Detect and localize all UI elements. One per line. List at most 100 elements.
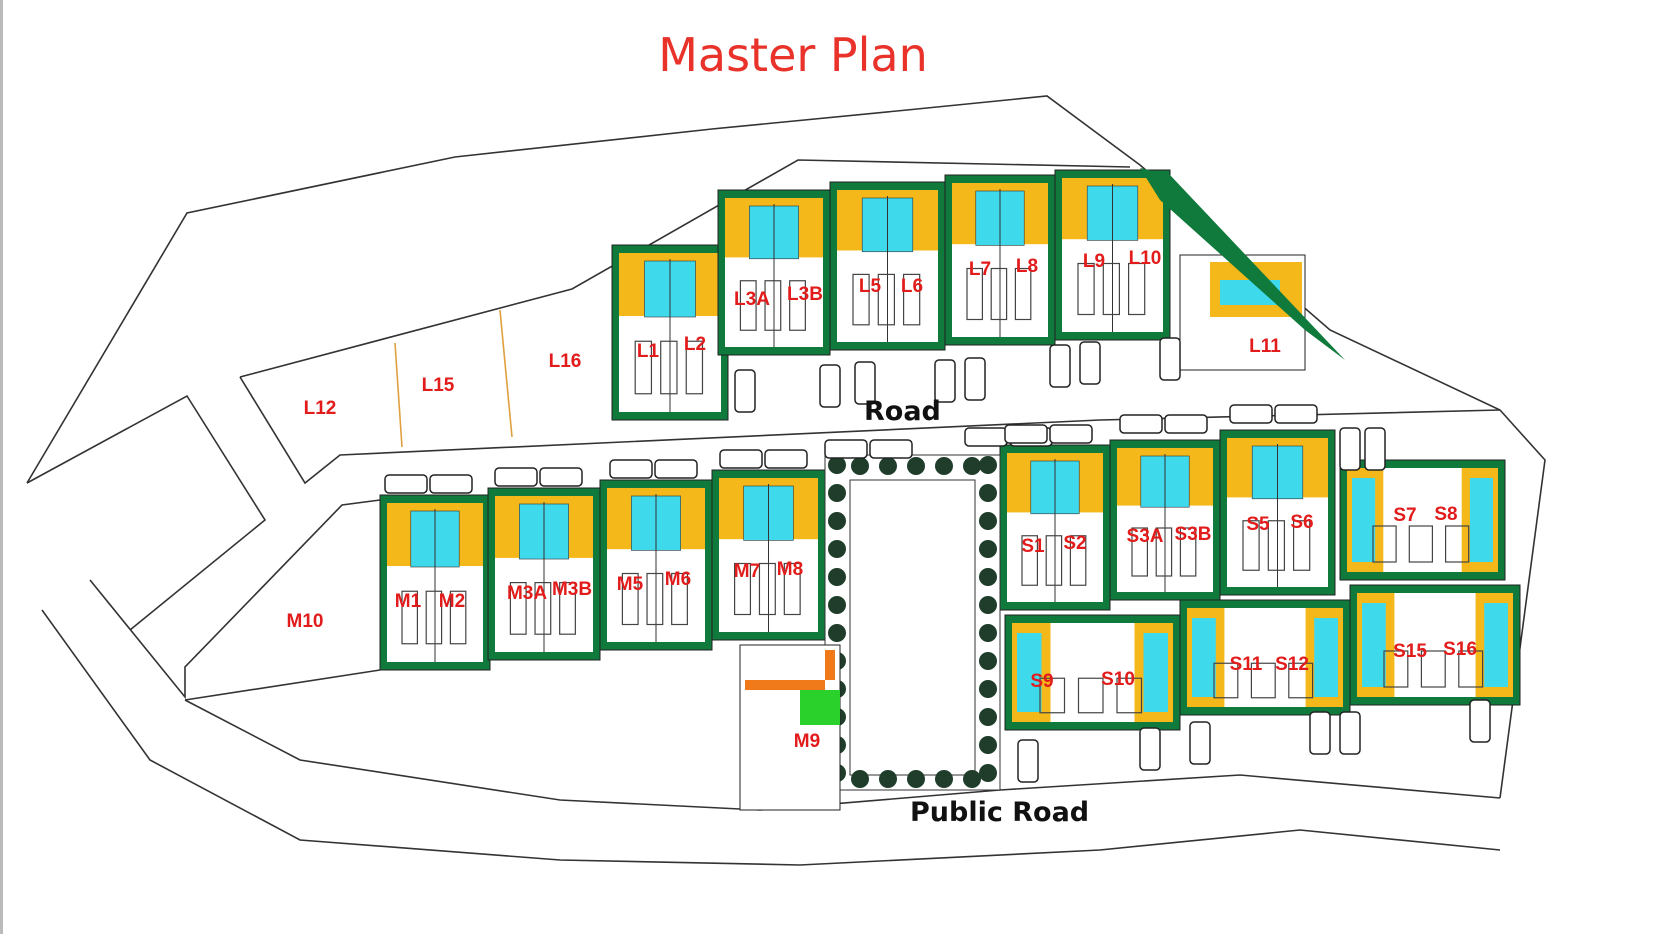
car-icon bbox=[1004, 424, 1048, 444]
palm-tree-icon bbox=[963, 457, 981, 475]
car-icon bbox=[1274, 404, 1318, 424]
palm-tree-icon bbox=[979, 568, 997, 586]
villa-block bbox=[599, 479, 713, 651]
floor-plan-detail bbox=[1213, 662, 1239, 699]
floor-plan-detail bbox=[646, 572, 664, 626]
car-icon bbox=[764, 449, 808, 469]
floor-plan-detail bbox=[902, 273, 921, 326]
page-title: Master Plan bbox=[658, 28, 928, 82]
lot-label-s16: S16 bbox=[1443, 639, 1477, 660]
lot-label-s9: S9 bbox=[1030, 671, 1053, 692]
palm-tree-icon bbox=[851, 457, 869, 475]
floor-plan-detail bbox=[449, 590, 467, 645]
floor-plan-detail bbox=[425, 590, 443, 645]
floor-plan-detail bbox=[1408, 525, 1434, 563]
lot-label-s1: S1 bbox=[1021, 536, 1045, 557]
floor-plan-detail bbox=[634, 340, 653, 395]
palm-tree-icon bbox=[979, 652, 997, 670]
car-icon bbox=[1164, 414, 1208, 434]
lot-label-m3a: M3A bbox=[507, 583, 547, 604]
floor-plan-detail bbox=[1077, 262, 1095, 316]
floor-plan-detail bbox=[1372, 525, 1397, 563]
public-road-south bbox=[41, 609, 1501, 866]
palm-tree-icon bbox=[963, 770, 981, 788]
lot-label-s12: S12 bbox=[1275, 654, 1309, 675]
palm-tree-icon bbox=[979, 708, 997, 726]
floor-plan-detail bbox=[1444, 525, 1470, 563]
car-icon bbox=[1364, 427, 1386, 471]
lot-label-s6: S6 bbox=[1290, 512, 1313, 533]
floor-plan-detail bbox=[1155, 527, 1173, 577]
car-icon bbox=[1079, 341, 1101, 385]
lot-label-m9: M9 bbox=[794, 731, 820, 752]
floor-plan-detail bbox=[621, 572, 639, 626]
lot-label-l16: L16 bbox=[549, 351, 582, 372]
palm-tree-icon bbox=[979, 624, 997, 642]
palm-tree-icon bbox=[979, 484, 997, 502]
floor-plan-detail bbox=[1292, 520, 1311, 571]
floor-plan-detail bbox=[1131, 527, 1148, 577]
palm-tree-icon bbox=[828, 456, 846, 474]
lot-label-l5: L5 bbox=[859, 276, 882, 297]
car-icon bbox=[824, 439, 868, 459]
floor-plan-detail bbox=[660, 340, 678, 395]
floor-plan-detail bbox=[1014, 267, 1032, 321]
lot-label-s3a: S3A bbox=[1127, 526, 1164, 547]
floor-plan-detail bbox=[789, 280, 806, 331]
palm-tree-icon bbox=[907, 770, 925, 788]
lot-label-l6: L6 bbox=[901, 276, 923, 297]
floor-plan-detail bbox=[1127, 262, 1146, 316]
lot-label-l7: L7 bbox=[969, 259, 991, 280]
palm-tree-icon bbox=[979, 540, 997, 558]
villa-block bbox=[1219, 429, 1336, 596]
villa-block bbox=[1179, 599, 1351, 716]
pool bbox=[1314, 618, 1338, 697]
villa-block bbox=[379, 494, 491, 671]
palm-tree-icon bbox=[828, 540, 846, 558]
pool bbox=[1362, 603, 1386, 687]
lot-label-l9: L9 bbox=[1083, 251, 1105, 272]
villa-block bbox=[711, 469, 826, 641]
villa-m9 bbox=[739, 644, 841, 811]
car-icon bbox=[1469, 699, 1491, 743]
palm-tree-icon bbox=[979, 456, 997, 474]
villa-block bbox=[1339, 459, 1506, 581]
car-icon bbox=[1049, 424, 1093, 444]
north-boundary bbox=[26, 95, 1546, 799]
floor-plan-detail bbox=[509, 581, 527, 635]
palm-tree-icon bbox=[828, 568, 846, 586]
car-icon bbox=[429, 474, 473, 494]
lot-label-l10: L10 bbox=[1129, 248, 1162, 269]
car-icon bbox=[964, 427, 1008, 447]
road-south-edge bbox=[184, 669, 381, 701]
lot-label-m10: M10 bbox=[287, 611, 324, 632]
car-icon bbox=[1189, 721, 1211, 765]
lot-label-s7: S7 bbox=[1393, 505, 1416, 526]
page-edge bbox=[0, 0, 3, 934]
palm-tree-icon bbox=[879, 457, 897, 475]
floor-plan-detail bbox=[1021, 535, 1038, 586]
palm-tree-icon bbox=[979, 512, 997, 530]
floor-plan-detail bbox=[966, 267, 983, 321]
car-icon bbox=[1119, 414, 1163, 434]
palm-tree-icon bbox=[979, 596, 997, 614]
car-icon bbox=[1049, 344, 1071, 388]
pool bbox=[1484, 603, 1508, 687]
car-icon bbox=[869, 439, 913, 459]
floor-plan-detail bbox=[990, 267, 1008, 321]
floor-plan-detail bbox=[1039, 677, 1066, 714]
villa-block bbox=[1004, 614, 1181, 731]
lot-divider bbox=[394, 342, 403, 448]
floor-plan-detail bbox=[783, 562, 801, 616]
floor-plan-detail bbox=[852, 273, 870, 326]
floor-plan-detail bbox=[1102, 262, 1121, 316]
pool bbox=[1017, 633, 1042, 712]
floor-plan-detail bbox=[685, 340, 704, 395]
car-icon bbox=[854, 361, 876, 405]
public-road-label: Public Road bbox=[910, 797, 1090, 828]
floor-plan-detail bbox=[1250, 662, 1276, 699]
floor-plan-detail bbox=[1116, 677, 1143, 714]
lot-divider bbox=[499, 309, 513, 438]
car-icon bbox=[1309, 711, 1331, 755]
inner-boundary bbox=[239, 159, 1131, 378]
